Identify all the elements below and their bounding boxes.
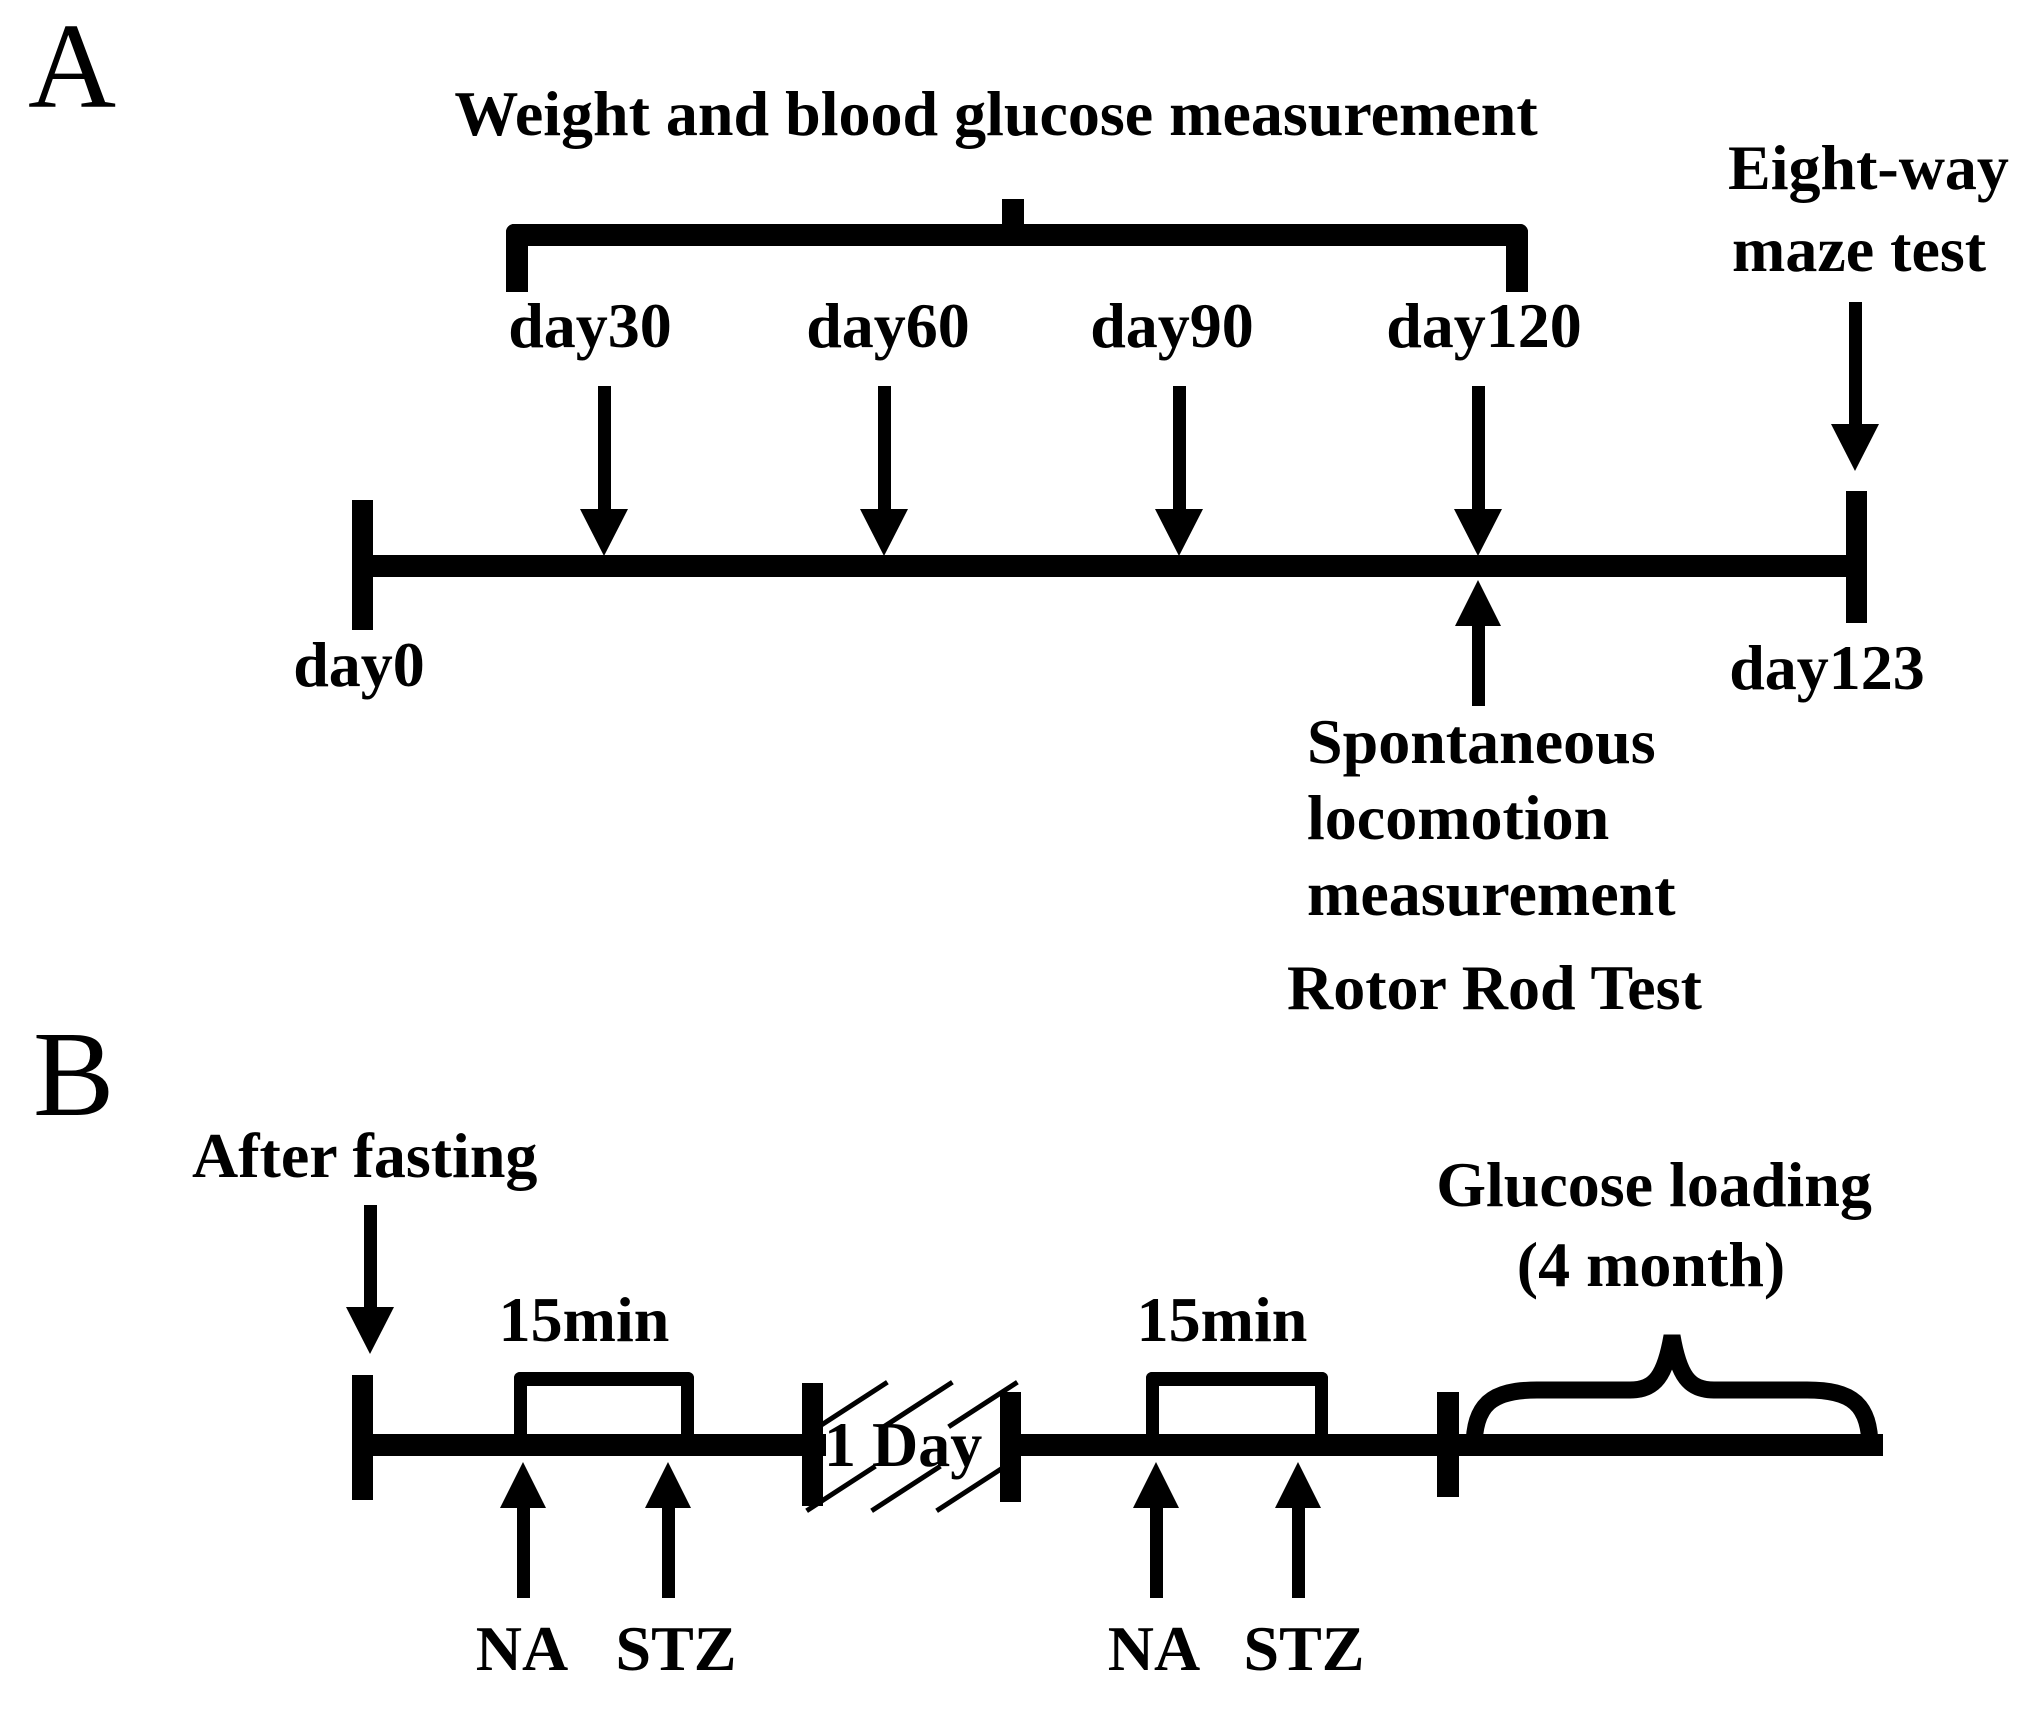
- timeline-a: [352, 555, 1867, 577]
- timepoint-label-day30: day30: [508, 290, 672, 361]
- down-arrow-day30-shaft: [598, 386, 611, 510]
- down-arrow-day60-shaft: [878, 386, 891, 510]
- locomotion-label-line3: measurement: [1307, 858, 1676, 929]
- panel-a-title: Weight and blood glucose measurement: [454, 78, 1538, 149]
- measurement-span-bracket-center-tick: [1002, 199, 1024, 226]
- maze-test-arrow-shaft: [1849, 302, 1862, 426]
- after-fasting-label: After fasting: [192, 1120, 538, 1191]
- timeline-a-end-label: day123: [1729, 632, 1925, 703]
- maze-test-arrow-icon: [1831, 424, 1879, 471]
- down-arrow-day120-shaft: [1472, 386, 1485, 510]
- rotor-rod-test-label: Rotor Rod Test: [1287, 952, 1702, 1023]
- timeline-b3: [1448, 1434, 1883, 1456]
- timeline-a-start-label: day0: [293, 629, 425, 700]
- interval2-label: 15min: [1136, 1284, 1308, 1355]
- locomotion-arrow-icon: [1455, 580, 1501, 626]
- stz2-arrow-shaft: [1292, 1506, 1305, 1598]
- timeline-a-end-tick: [1846, 491, 1867, 623]
- glucose-loading-brace: [1465, 1334, 1879, 1456]
- timeline-b1-start-tick: [352, 1375, 373, 1500]
- interval1-label: 15min: [498, 1284, 670, 1355]
- measurement-span-bracket: [506, 224, 1528, 292]
- interval1-bracket: [514, 1372, 694, 1442]
- down-arrow-day30-icon: [580, 509, 628, 556]
- panel-a-letter: A: [28, 0, 117, 134]
- na2-label: NA: [1107, 1613, 1201, 1684]
- stz1-arrow-icon: [645, 1462, 691, 1508]
- panel-b-letter: B: [33, 1007, 115, 1142]
- timeline-b1: [352, 1434, 826, 1456]
- locomotion-label-line2: locomotion: [1307, 782, 1610, 853]
- timeline-b1-end-tick: [802, 1383, 823, 1506]
- maze-test-label-line1: Eight-way: [1728, 132, 2009, 203]
- maze-test-label-line2: maze test: [1732, 214, 1987, 285]
- glucose-loading-label-line2: (4 month): [1516, 1229, 1786, 1300]
- na1-arrow-shaft: [517, 1506, 530, 1598]
- timepoint-label-day60: day60: [806, 290, 970, 361]
- stz1-label: STZ: [615, 1613, 737, 1684]
- glucose-loading-label-line1: Glucose loading: [1436, 1149, 1872, 1220]
- na2-arrow-icon: [1133, 1462, 1179, 1508]
- na2-arrow-shaft: [1150, 1506, 1163, 1598]
- timeline-a-start-tick: [352, 500, 373, 630]
- down-arrow-day120-icon: [1454, 509, 1502, 556]
- down-arrow-day60-icon: [860, 509, 908, 556]
- after-fasting-arrow-shaft: [364, 1205, 377, 1309]
- after-fasting-arrow-icon: [346, 1307, 394, 1354]
- na1-arrow-icon: [500, 1462, 546, 1508]
- locomotion-arrow-shaft: [1472, 624, 1485, 706]
- timepoint-label-day90: day90: [1090, 290, 1254, 361]
- stz2-label: STZ: [1243, 1613, 1365, 1684]
- interval2-bracket: [1146, 1372, 1328, 1442]
- break-label: 1 Day: [824, 1409, 983, 1480]
- timeline-b2: [1000, 1434, 1459, 1456]
- down-arrow-day90-shaft: [1173, 386, 1186, 510]
- stz2-arrow-icon: [1275, 1462, 1321, 1508]
- down-arrow-day90-icon: [1155, 509, 1203, 556]
- na1-label: NA: [475, 1613, 569, 1684]
- locomotion-label-line1: Spontaneous: [1307, 706, 1656, 777]
- stz1-arrow-shaft: [662, 1506, 675, 1598]
- timepoint-label-day120: day120: [1386, 290, 1582, 361]
